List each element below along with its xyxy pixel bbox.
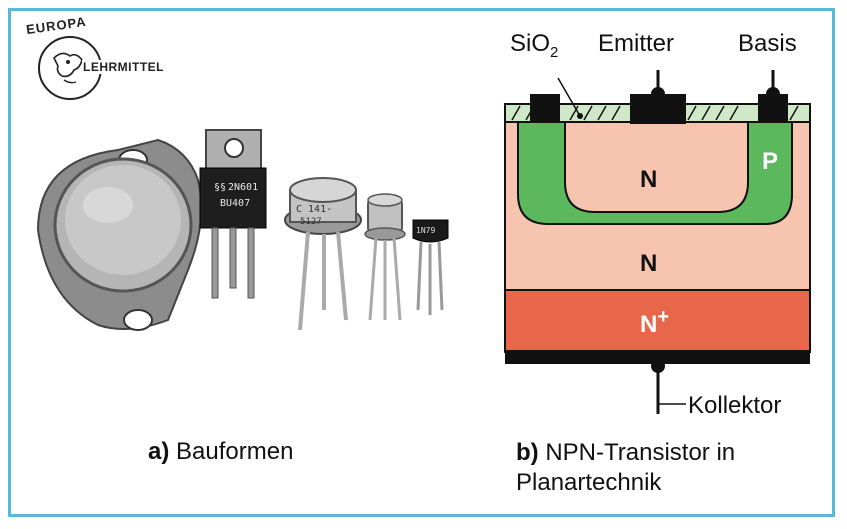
to39-marking-1: C 141- <box>296 204 332 215</box>
region-label-n-emitter: N <box>640 166 658 193</box>
label-sio2: SiO2 <box>510 30 559 61</box>
to92-marking: 1N79 <box>416 226 435 235</box>
caption-b: b) NPN-Transistor in Planartechnik <box>516 438 816 498</box>
label-kollektor: Kollektor <box>688 392 782 419</box>
to220-marking-2: BU407 <box>220 198 250 209</box>
europa-lehrmittel-logo: EUROPA LEHRMITTEL <box>20 14 165 108</box>
left-contact <box>530 94 560 122</box>
label-emitter: Emitter <box>598 30 675 57</box>
logo-top-text: EUROPA <box>25 13 88 38</box>
region-label-p: P <box>762 148 779 175</box>
n-emitter-region <box>564 121 749 213</box>
svg-text:§§: §§ <box>214 182 226 193</box>
to3-package <box>36 138 203 331</box>
to220-marking-1: 2N601 <box>228 182 258 193</box>
caption-b-marker: b) <box>516 439 539 466</box>
region-label-nplus: N+ <box>640 306 670 338</box>
to39-marking-2: 5127 <box>300 217 322 227</box>
logo-side-text: LEHRMITTEL <box>82 60 165 74</box>
caption-a: a) Bauformen <box>148 438 293 466</box>
label-basis: Basis <box>738 30 797 57</box>
collector-metal <box>505 350 810 364</box>
caption-b-line2: Planartechnik <box>516 469 662 496</box>
transistor-packages-photo: §§ 2N601 BU407 C 141- 5127 1N79 <box>36 129 449 331</box>
to18-package <box>364 193 406 321</box>
caption-b-line1: NPN-Transistor in <box>545 439 736 466</box>
to92-package: 1N79 <box>412 219 449 315</box>
npn-transistor-diagram <box>504 70 811 414</box>
to220-package: §§ 2N601 BU407 <box>199 129 267 299</box>
to39-package: C 141- 5127 <box>284 177 362 331</box>
caption-a-marker: a) <box>148 438 170 465</box>
region-label-n-collector: N <box>640 250 658 277</box>
caption-a-text: Bauformen <box>176 438 294 465</box>
